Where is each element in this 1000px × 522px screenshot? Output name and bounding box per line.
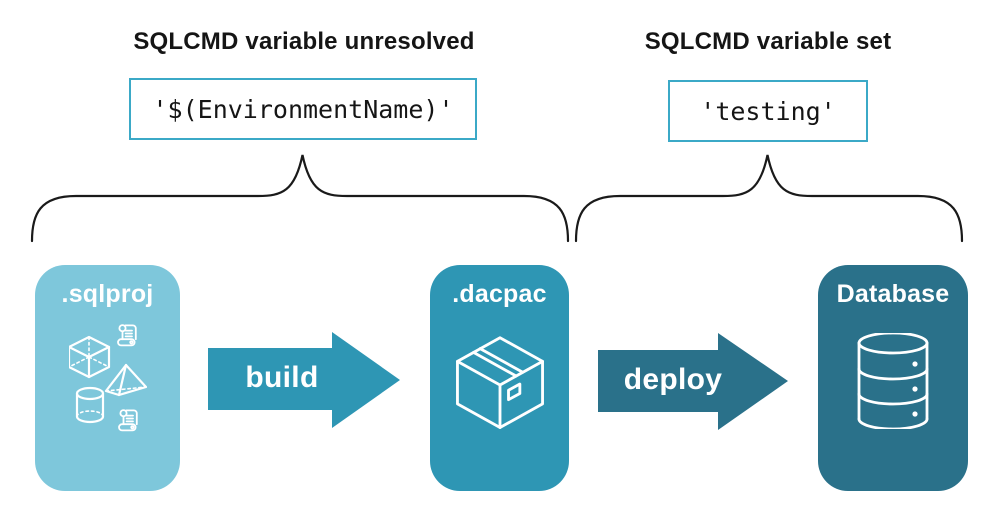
stage-dacpac-label: .dacpac (452, 280, 547, 308)
deploy-arrow-shape (598, 333, 788, 430)
code-value-set: 'testing' (700, 96, 836, 126)
code-value-unresolved: '$(EnvironmentName)' (152, 94, 454, 124)
db-dot (912, 386, 918, 392)
pyramid-icon (104, 363, 147, 397)
db-dot (912, 361, 918, 367)
stage-database-label: Database (836, 280, 950, 308)
stage-sqlproj-label: .sqlproj (61, 280, 154, 308)
build-arrow-label: build (245, 361, 319, 394)
deploy-arrow (598, 333, 788, 430)
scroll-icon (117, 409, 138, 432)
title-sqlcmd-unresolved: SQLCMD variable unresolved (133, 28, 475, 55)
right-brace (574, 154, 964, 243)
db-dot (912, 411, 918, 417)
cylinder-icon (75, 386, 104, 424)
stage-database: Database (818, 265, 968, 491)
package-icon (455, 336, 544, 429)
database-icon (857, 333, 929, 429)
build-arrow (208, 332, 400, 428)
build-arrow-shape (208, 332, 400, 428)
title-sqlcmd-set: SQLCMD variable set (644, 28, 892, 55)
stage-sqlproj: .sqlproj (35, 265, 180, 491)
stage-dacpac: .dacpac (430, 265, 569, 491)
code-box-unresolved: '$(EnvironmentName)' (129, 78, 477, 140)
cube-icon (68, 335, 110, 379)
scroll-icon (116, 324, 137, 347)
left-brace (30, 154, 570, 243)
sql-objects-icon (68, 324, 147, 432)
code-box-set: 'testing' (668, 80, 868, 142)
deploy-arrow-label: deploy (623, 363, 723, 396)
